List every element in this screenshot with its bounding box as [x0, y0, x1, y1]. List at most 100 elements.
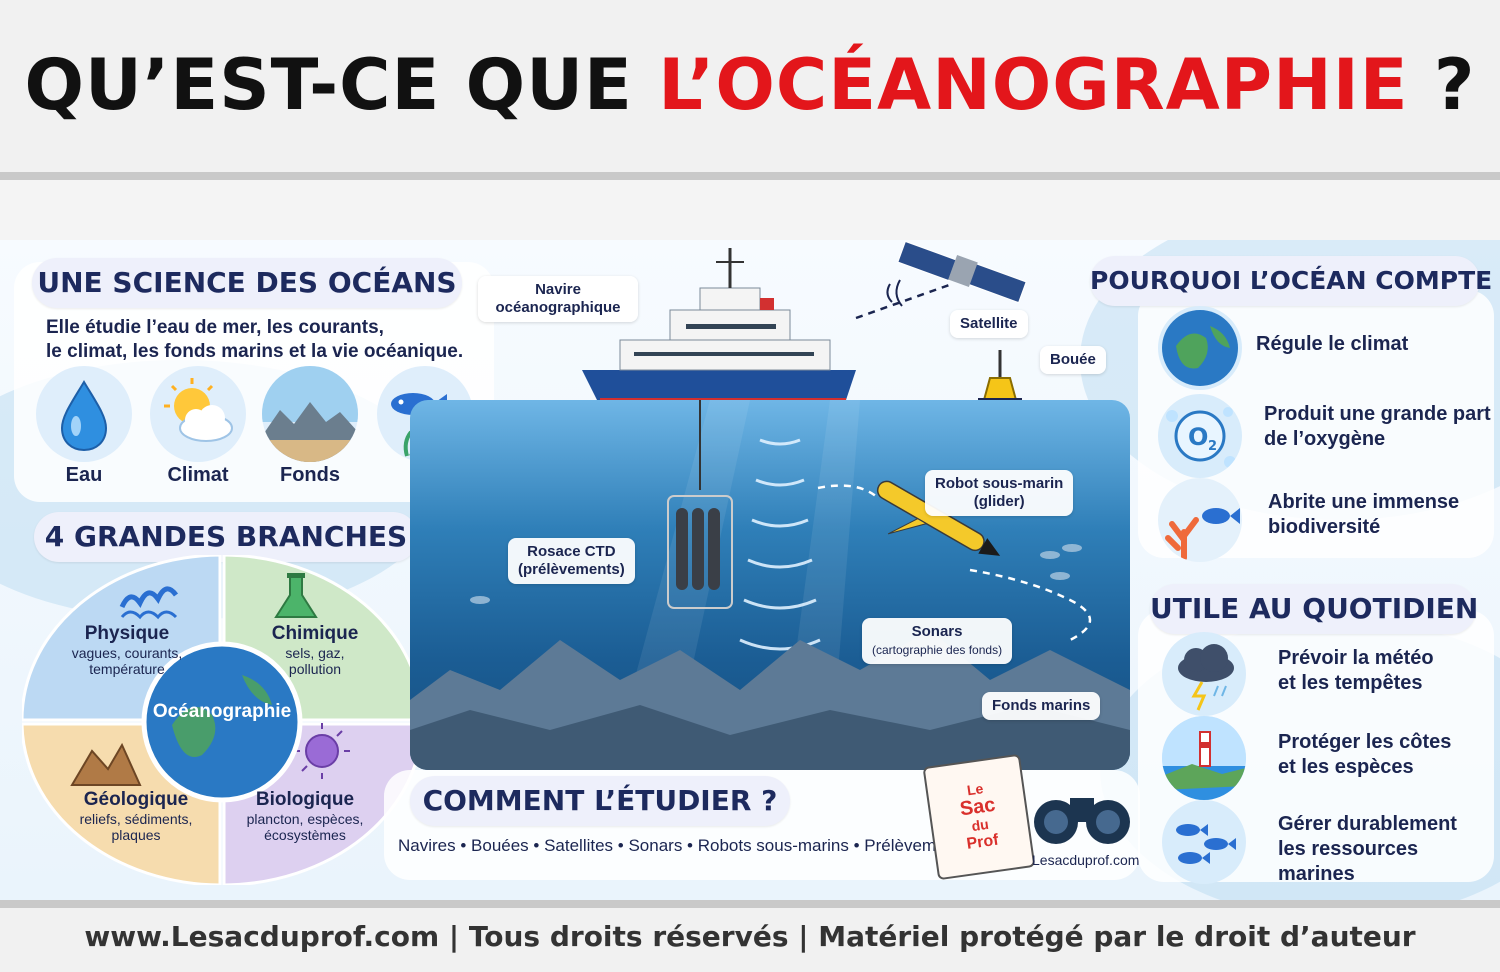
svg-text:O: O: [1188, 423, 1208, 451]
earth-icon: [1162, 310, 1238, 386]
sonar-waves-icon: [739, 438, 821, 651]
research-ship-icon: [582, 248, 856, 406]
why-icon-1: [1158, 306, 1242, 390]
ctd-callout-line1: Rosace CTD: [527, 543, 616, 560]
page-title: QU’EST-CE QUE L’OCÉANOGRAPHIE ?: [0, 44, 1500, 126]
footer-bar: [0, 908, 1500, 972]
branch-chimique-sub2: pollution: [288, 661, 342, 677]
why-item-2-line1: Produit une grande part: [1264, 403, 1491, 425]
surface-scene: [582, 240, 1027, 406]
glider-callout-line2: (glider): [973, 493, 1025, 510]
branch-geologique-sub1: reliefs, sédiments,: [79, 811, 193, 827]
why-item-2: Produit une grande part de l’oxygène: [1264, 402, 1491, 452]
daily-icon-3: [1162, 800, 1246, 884]
why-item-3-line1: Abrite une immense: [1268, 491, 1460, 513]
climat-icon-circle: [150, 366, 246, 462]
daily-item-1: Prévoir la météo et les tempêtes: [1278, 646, 1434, 696]
why-heading: POURQUOI L’OCÉAN COMPTE: [1090, 256, 1492, 306]
daily-item-1-line1: Prévoir la météo: [1278, 647, 1434, 669]
title-part2: ?: [1408, 44, 1476, 126]
sonar-callout-sub: (cartographie des fonds): [872, 643, 1003, 657]
sonar-callout-title: Sonars: [911, 623, 963, 640]
flask-icon: [274, 573, 318, 618]
footer-copyright: www.Lesacduprof.com | Tous droits réserv…: [84, 920, 1416, 953]
ctd-callout-line2: (prélèvements): [518, 561, 625, 578]
daily-item-3-line1: Gérer durablement: [1278, 813, 1457, 835]
satellite-icon: [897, 240, 1027, 304]
ctd-rosette-icon: [667, 495, 733, 609]
brand-website: Lesacduprof.com: [1032, 852, 1140, 868]
branch-biologique-sub2: écosystèmes: [264, 827, 346, 843]
why-icon-2: O 2: [1158, 394, 1242, 478]
glider-callout: Robot sous-marin (glider): [925, 470, 1074, 516]
study-methods: Navires • Bouées • Satellites • Sonars •…: [398, 836, 969, 855]
science-description: Elle étudie l’eau de mer, les courants, …: [46, 316, 463, 364]
branch-physique-sub2: température: [89, 661, 165, 677]
why-item-1: Régule le climat: [1256, 332, 1408, 357]
science-description-line1: Elle étudie l’eau de mer, les courants,: [46, 317, 384, 338]
daily-icon-2: [1162, 716, 1246, 800]
daily-item-2-line1: Protéger les côtes: [1278, 731, 1452, 753]
sonar-callout: Sonars (cartographie des fonds): [862, 618, 1013, 664]
rocks-icon: [70, 742, 142, 786]
branch-chimique-sub1: sels, gaz,: [285, 645, 345, 661]
storm-cloud-icon: [1178, 644, 1234, 711]
study-heading: COMMENT L’ÉTUDIER ?: [410, 776, 790, 826]
why-item-3-line2: biodiversité: [1268, 516, 1381, 538]
coral-fish-icon: [1165, 508, 1240, 561]
water-drop-icon: [60, 380, 108, 452]
branches-heading: 4 GRANDES BRANCHES: [34, 512, 418, 562]
climat-label: Climat: [167, 464, 229, 486]
lighthouse-coast-icon: [1162, 716, 1246, 800]
ctd-callout: Rosace CTD (prélèvements): [508, 538, 635, 584]
why-item-3: Abrite une immense biodiversité: [1268, 490, 1459, 540]
branches-quadrants: [22, 555, 422, 885]
eau-label: Eau: [65, 464, 103, 486]
ship-callout: Navire océanographique: [478, 276, 638, 322]
title-part1: QU’EST-CE QUE: [24, 44, 659, 126]
science-heading: UNE SCIENCE DES OCÉANS: [32, 258, 462, 308]
branch-chimique-title: Chimique: [271, 623, 359, 644]
branch-geologique: Géologique reliefs, sédiments, plaques: [66, 789, 206, 843]
fonds-icon-circle: [262, 366, 358, 462]
waves-icon: [119, 586, 179, 620]
daily-item-2: Protéger les côtes et les espèces: [1278, 730, 1451, 780]
branch-geologique-sub2: plaques: [111, 827, 161, 843]
daily-icon-1: [1162, 632, 1246, 716]
center-globe: [141, 641, 303, 803]
branches-center-label: Océanographie: [152, 701, 292, 722]
seabed-icon: [262, 366, 358, 462]
branch-biologique: Biologique plancton, espèces, écosystème…: [240, 789, 370, 843]
svg-text:2: 2: [1208, 439, 1217, 454]
branch-physique-title: Physique: [84, 623, 170, 644]
branch-geologique-title: Géologique: [83, 789, 189, 810]
fonds-label: Fonds: [280, 464, 340, 486]
branches-wheel: Physique vagues, courants, température C…: [22, 555, 422, 885]
fish-school-icon: [1176, 824, 1236, 864]
daily-heading: UTILE AU QUOTIDIEN: [1150, 584, 1478, 634]
satellite-callout: Satellite: [950, 310, 1028, 338]
branch-chimique: Chimique sels, gaz, pollution: [260, 623, 370, 677]
fish-school-decoration: [470, 544, 1082, 604]
buoy-callout: Bouée: [1040, 346, 1106, 374]
branch-biologique-sub1: plancton, espèces,: [246, 811, 364, 827]
glider-callout-line1: Robot sous-marin: [935, 475, 1064, 492]
daily-item-3-line2: les ressources marines: [1278, 838, 1419, 885]
why-icon-3: [1158, 478, 1242, 562]
daily-item-2-line2: et les espèces: [1278, 756, 1414, 778]
seabed-callout: Fonds marins: [982, 692, 1101, 720]
brand-logo-text: Le Sac du Prof: [937, 775, 1020, 857]
why-item-1-line1: Régule le climat: [1256, 333, 1409, 355]
branch-biologique-title: Biologique: [255, 789, 355, 810]
eau-icon-circle: [36, 366, 132, 462]
branch-physique: Physique vagues, courants, température: [62, 623, 192, 677]
binoculars-icon: [1034, 798, 1130, 844]
daily-item-3: Gérer durablement les ressources marines: [1278, 812, 1500, 887]
microbe-icon: [294, 723, 350, 779]
notebook-logo: Le Sac du Prof: [922, 753, 1036, 881]
buoy-icon: [978, 350, 1022, 406]
title-highlight: L’OCÉANOGRAPHIE: [658, 44, 1409, 126]
oxygen-bubbles-icon: O 2: [1166, 407, 1236, 468]
why-item-2-line2: de l’oxygène: [1264, 428, 1386, 450]
branch-physique-sub1: vagues, courants,: [71, 645, 183, 661]
